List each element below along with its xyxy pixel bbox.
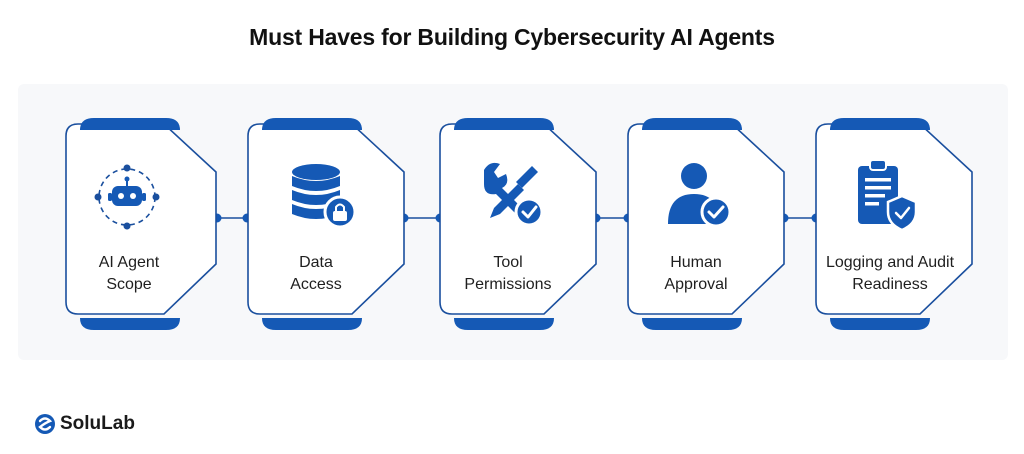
card-cap-bottom — [830, 318, 930, 330]
step-card-2 — [247, 118, 405, 330]
step-label-line: AI Agent — [98, 254, 160, 271]
card-cap-top — [830, 118, 930, 130]
card-cap-bottom — [80, 318, 180, 330]
step-label-line: Logging and Audit — [825, 254, 955, 271]
card-cap-top — [262, 118, 362, 130]
step-label-2: Data Access — [241, 252, 391, 296]
step-card-3 — [439, 118, 597, 330]
step-label-line: Access — [290, 276, 342, 293]
card-cap-top — [80, 118, 180, 130]
card-cap-top — [642, 118, 742, 130]
step-label-line: Human — [670, 254, 722, 271]
step-label-line: Scope — [106, 276, 152, 293]
card-cap-bottom — [262, 318, 362, 330]
card-cap-top — [454, 118, 554, 130]
solulab-logo: SoluLab — [34, 410, 135, 438]
page-title: Must Haves for Building Cybersecurity AI… — [249, 24, 775, 50]
step-label-1: AI Agent Scope — [54, 252, 204, 296]
user-check-icon — [668, 163, 732, 228]
step-label-3: Tool Permissions — [433, 252, 583, 296]
card-cap-bottom — [642, 318, 742, 330]
step-label-line: Tool — [493, 254, 523, 271]
solulab-logo-icon — [35, 414, 55, 434]
step-card-1 — [65, 118, 217, 330]
step-label-line: Permissions — [464, 276, 552, 293]
tools-check-icon — [484, 162, 544, 227]
card-outline — [65, 123, 217, 315]
step-label-4: Human Approval — [621, 252, 771, 296]
robot-icon — [94, 164, 160, 230]
step-label-5: Logging and Audit Readiness — [810, 252, 970, 296]
brand-name: SoluLab — [60, 413, 135, 434]
step-label-line: Approval — [664, 276, 728, 293]
step-label-line: Readiness — [852, 276, 928, 293]
step-label-line: Data — [299, 254, 333, 271]
database-lock-icon — [292, 164, 357, 229]
card-cap-bottom — [454, 318, 554, 330]
clipboard-shield-icon — [858, 159, 918, 232]
